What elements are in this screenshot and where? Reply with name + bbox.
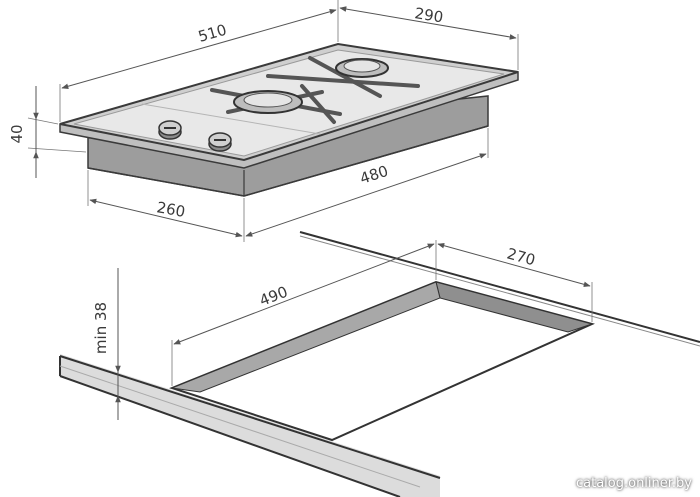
burner-back xyxy=(335,58,389,78)
dimension-length-510: 510 xyxy=(59,0,339,122)
burner-front xyxy=(233,90,303,114)
dimension-height-40: 40 xyxy=(8,86,87,178)
label-min-38: min 38 xyxy=(92,302,110,354)
label-290: 290 xyxy=(413,4,444,26)
dimension-depth-290: 290 xyxy=(339,4,519,70)
dimension-min-38: min 38 xyxy=(92,268,121,420)
label-260: 260 xyxy=(155,198,186,221)
label-40: 40 xyxy=(8,124,26,143)
dimension-width-260: 260 xyxy=(87,170,245,242)
watermark: catalog.onliner.by xyxy=(575,476,692,491)
label-490: 490 xyxy=(257,283,290,310)
knob-right xyxy=(208,132,232,152)
worktop xyxy=(59,231,700,497)
worktop-front-edge xyxy=(60,354,440,497)
label-480: 480 xyxy=(358,162,391,188)
knob-left xyxy=(158,120,182,140)
label-270: 270 xyxy=(505,244,537,269)
hob xyxy=(59,42,519,197)
